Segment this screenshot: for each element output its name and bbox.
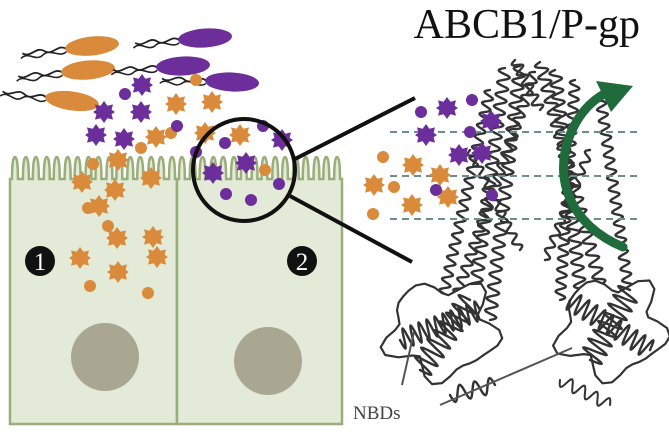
cell-badge-2: 2 bbox=[287, 246, 317, 276]
star-molecule-icon bbox=[415, 124, 437, 146]
star-molecule-icon bbox=[401, 194, 423, 216]
star-molecule-icon bbox=[363, 174, 385, 196]
circle-molecule-icon bbox=[82, 202, 94, 214]
star-molecule-icon bbox=[402, 154, 424, 176]
efflux-arrowhead bbox=[596, 81, 633, 112]
flagellum bbox=[134, 37, 180, 46]
protein-helix bbox=[452, 70, 538, 302]
circle-molecule-icon bbox=[430, 184, 442, 196]
bacterium-icon bbox=[132, 28, 232, 49]
circle-molecule-icon bbox=[377, 151, 389, 163]
protein-helix bbox=[435, 88, 495, 312]
bacterium-icon bbox=[16, 60, 115, 82]
flagellum bbox=[132, 42, 180, 49]
star-molecule-icon bbox=[448, 144, 470, 166]
circle-molecule-icon bbox=[119, 88, 131, 100]
protein-helix bbox=[398, 300, 482, 350]
star-molecule-icon bbox=[165, 93, 187, 115]
star-molecule-icon bbox=[201, 91, 223, 113]
star-molecule-icon bbox=[194, 122, 216, 144]
protein-helix bbox=[558, 378, 612, 407]
protein-helix bbox=[510, 58, 545, 112]
bacterium-body bbox=[205, 72, 259, 92]
star-molecule-icon bbox=[436, 97, 458, 119]
circle-molecule-icon bbox=[102, 220, 114, 232]
protein-helix bbox=[413, 294, 477, 376]
circle-molecule-icon bbox=[367, 208, 379, 220]
nucleus-1 bbox=[71, 323, 139, 391]
bacterium-body bbox=[45, 90, 99, 112]
efflux-arrow-icon bbox=[559, 89, 628, 252]
star-molecule-icon bbox=[113, 128, 135, 150]
circle-molecule-icon bbox=[415, 106, 427, 118]
bacterium-body bbox=[156, 56, 210, 76]
circle-molecule-icon bbox=[142, 287, 154, 299]
flagellum bbox=[2, 90, 47, 99]
bacterium-body bbox=[178, 28, 232, 48]
star-molecule-icon bbox=[131, 74, 153, 96]
nbd-label: NBDs bbox=[353, 403, 401, 424]
circle-molecule-icon bbox=[106, 184, 118, 196]
circle-molecule-icon bbox=[466, 94, 478, 106]
protein-helix bbox=[543, 148, 592, 262]
flagellum bbox=[20, 51, 67, 60]
bacterium-icon bbox=[110, 56, 210, 76]
cell-badge-1-label: 1 bbox=[34, 249, 47, 276]
circle-molecule-icon bbox=[464, 126, 476, 138]
star-molecule-icon bbox=[85, 124, 107, 146]
circle-molecule-icon bbox=[245, 194, 257, 206]
flagellum bbox=[0, 93, 47, 103]
bacterium-icon bbox=[20, 36, 119, 60]
circle-molecule-icon bbox=[273, 178, 285, 190]
circle-molecule-icon bbox=[135, 142, 147, 154]
bacterium-body bbox=[65, 36, 119, 56]
protein-structure-icon bbox=[379, 58, 669, 407]
star-molecule-icon bbox=[130, 101, 152, 123]
zoom-line-upper bbox=[292, 96, 416, 162]
bacterium-icon bbox=[0, 90, 99, 112]
flagellum bbox=[110, 69, 158, 76]
nbd-pointer-2 bbox=[439, 347, 573, 406]
magnifier-circle-icon bbox=[191, 117, 297, 223]
figure-title: ABCB1/P-gp bbox=[414, 2, 640, 48]
circle-molecule-icon bbox=[486, 189, 498, 201]
protein-helix bbox=[533, 60, 617, 322]
circle-molecule-icon bbox=[259, 164, 271, 176]
star-molecule-icon bbox=[145, 126, 167, 148]
circle-molecule-icon bbox=[84, 280, 96, 292]
nbd-pointer-1 bbox=[401, 331, 415, 386]
zoom-line-lower bbox=[289, 194, 413, 264]
substrate-molecules bbox=[363, 94, 502, 220]
protein-helix bbox=[594, 93, 636, 302]
flagellum bbox=[112, 65, 158, 72]
cell-badge-2-label: 2 bbox=[296, 249, 309, 276]
nucleus-2 bbox=[234, 327, 302, 395]
circle-molecule-icon bbox=[171, 120, 183, 132]
flagellum bbox=[21, 46, 67, 56]
circle-molecule-icon bbox=[388, 181, 400, 193]
star-molecule-icon bbox=[229, 124, 251, 146]
cell-badge-1: 1 bbox=[25, 246, 55, 276]
circle-molecule-icon bbox=[219, 137, 231, 149]
star-molecule-icon bbox=[429, 164, 451, 186]
circle-molecule-icon bbox=[190, 74, 202, 86]
flagellum bbox=[16, 74, 63, 82]
circle-molecule-icon bbox=[87, 158, 99, 170]
circle-molecule-icon bbox=[220, 188, 232, 200]
bacteria-group bbox=[0, 28, 259, 112]
bacterium-body bbox=[61, 60, 115, 80]
flagellum bbox=[17, 70, 63, 79]
protein-helix bbox=[483, 64, 527, 322]
protein-helix bbox=[582, 285, 638, 365]
drug-molecules bbox=[69, 74, 293, 299]
